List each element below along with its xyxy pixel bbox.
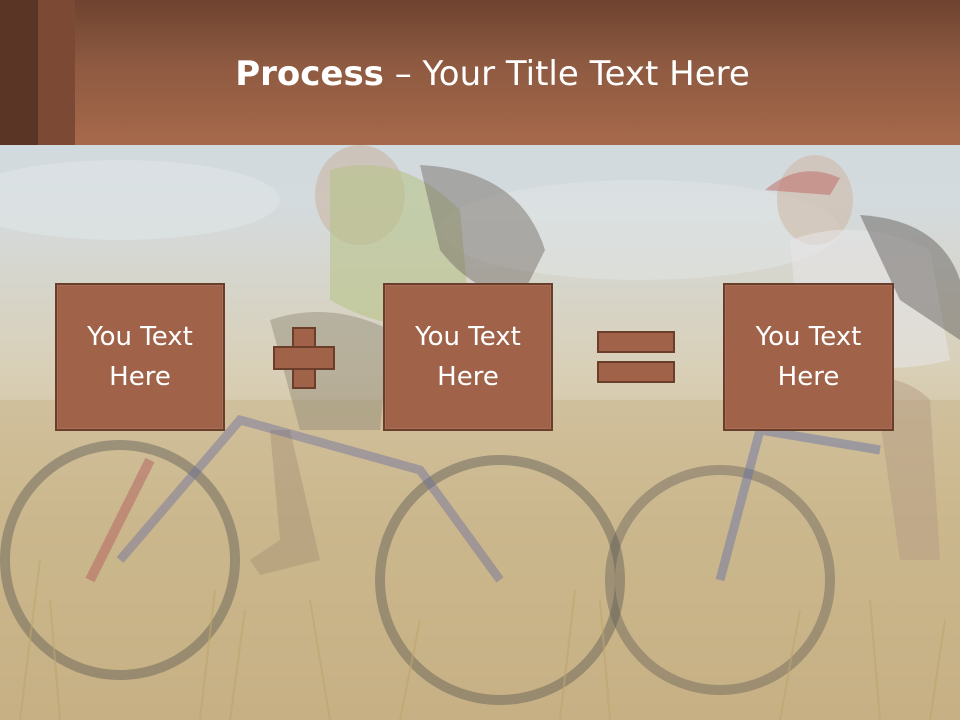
process-step-1-text: You Text Here [87,322,193,392]
equals-bottom-bar [597,361,675,383]
process-step-2-box[interactable]: You Text Here [383,283,553,431]
title-bold: Process [235,54,384,94]
process-step-2-text: You Text Here [415,322,521,392]
plus-icon [273,327,335,389]
header-band: Process – Your Title Text Here [0,0,960,145]
process-result-box[interactable]: You Text Here [723,283,894,431]
process-step-1-box[interactable]: You Text Here [55,283,225,431]
process-result-text: You Text Here [755,322,862,392]
slide-title[interactable]: Process – Your Title Text Here [0,54,960,94]
title-rest: – Your Title Text Here [383,54,750,94]
header-accent-bar-dark [0,0,38,145]
equals-top-bar [597,331,675,353]
header-accent-bar-medium [38,0,75,145]
